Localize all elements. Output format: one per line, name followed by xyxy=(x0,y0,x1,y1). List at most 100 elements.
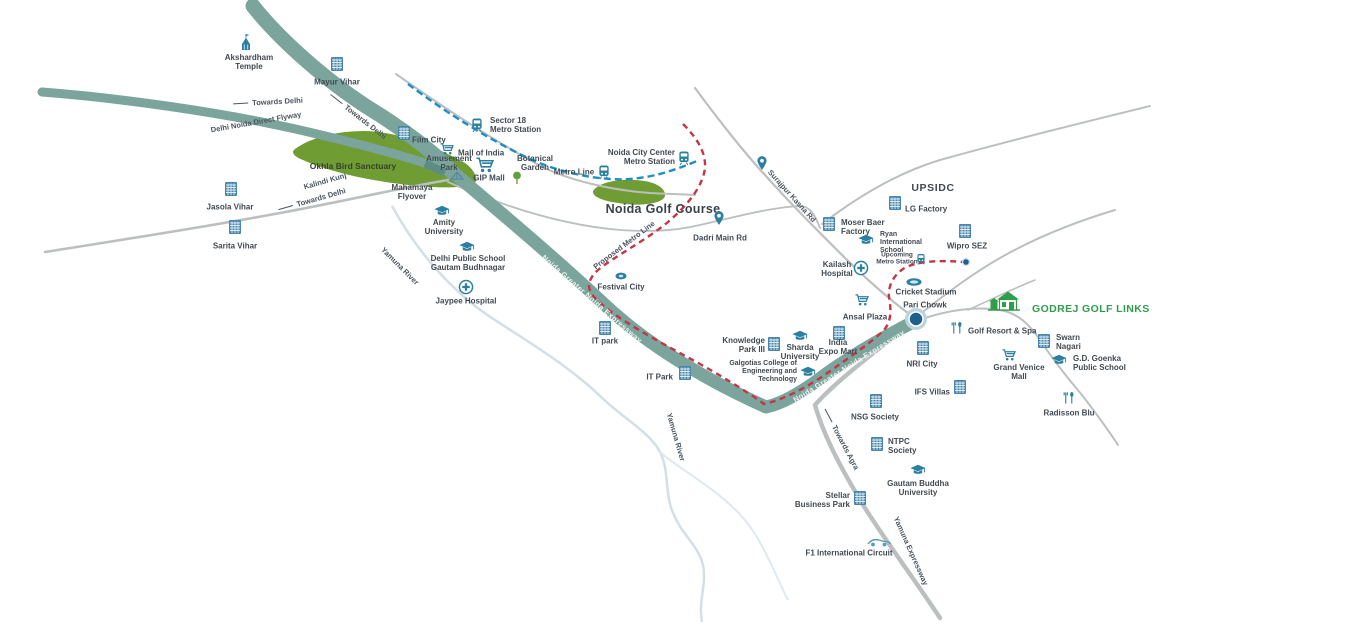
pari-chowk-label: Pari Chowk xyxy=(903,300,947,310)
building-icon xyxy=(870,394,883,409)
leader-dash xyxy=(233,102,249,105)
building-icon xyxy=(331,57,344,72)
sharda-university-label: Sharda University xyxy=(780,342,820,361)
yamuna-river-upper-road-label: Yamuna River xyxy=(379,245,420,286)
surajpur-kasna-rd-text: Surajpur Kasna Rd xyxy=(766,167,818,225)
ntpc-society-label: NTPC Society xyxy=(888,436,917,455)
building-icon xyxy=(823,217,836,232)
resort-icon xyxy=(1063,391,1076,405)
okhla-bird-sanctuary-area xyxy=(293,131,477,188)
school-icon xyxy=(792,330,809,342)
house-icon xyxy=(986,289,1022,312)
f1-international-circuit-label: F1 International Circuit xyxy=(805,548,893,558)
sector-18-metro-station-label: Sector 18 Metro Station xyxy=(490,115,542,134)
gautam-buddha-university-label: Gautam Buddha University xyxy=(887,478,949,497)
it-park-upper-label: IT Park xyxy=(646,372,673,382)
building-icon xyxy=(889,196,902,211)
towards-delhi-top-text: Towards Delhi xyxy=(251,95,304,108)
pin-icon xyxy=(714,211,725,226)
swarn-nagari-label: Swarn Nagari xyxy=(1056,332,1081,351)
ifs-villas-label: IFS Villas xyxy=(914,387,950,397)
cart-icon xyxy=(440,143,455,156)
school-icon xyxy=(1051,354,1068,366)
cartbig-icon xyxy=(475,157,495,174)
metro-icon xyxy=(471,117,484,133)
moser-baer-factory-label: Moser Baer Factory xyxy=(841,217,885,236)
towards-delhi-upper-road-label: Towards Delhi xyxy=(328,91,388,141)
delhi-public-school-label: Delhi Public School Gautam Budhnagar xyxy=(430,253,506,272)
upcoming-metro-station-label: Upcoming Metro Station xyxy=(876,251,918,266)
surajpur-kasna-rd-road-label: Surajpur Kasna Rd xyxy=(766,168,818,224)
jaypee-hospital-label: Jaypee Hospital xyxy=(435,296,497,306)
towards-delhi-top-road-label: Towards Delhi xyxy=(233,96,303,109)
building-icon xyxy=(917,341,930,356)
school-icon xyxy=(910,464,927,476)
cart-icon xyxy=(1002,349,1017,362)
noida-city-center-metro-station-label: Noida City Center Metro Station xyxy=(607,147,675,166)
film-city-label: Film City xyxy=(412,135,446,145)
akshardham-temple-label: Akshardham Temple xyxy=(224,52,274,71)
upsidc-label: UPSIDC xyxy=(911,181,955,194)
building-icon xyxy=(833,326,846,341)
golf-resort-spa-label: Golf Resort & Spa xyxy=(968,326,1037,336)
park-icon xyxy=(450,170,465,180)
oval-icon xyxy=(615,272,628,281)
kailash-hospital-label: Kailash Hospital xyxy=(821,259,853,278)
school-icon xyxy=(858,234,875,246)
building-icon xyxy=(225,182,238,197)
school-icon xyxy=(459,241,476,253)
ansal-plaza-label: Ansal Plaza xyxy=(842,312,888,322)
node-icon xyxy=(961,257,971,267)
godrej-golf-links-label: GODREJ GOLF LINKS xyxy=(1032,302,1150,315)
school-icon xyxy=(800,366,817,378)
metrosmall-icon xyxy=(916,253,926,265)
hospital-icon xyxy=(853,260,869,276)
yamuna-expressway-road-label: Yamuna Expressway xyxy=(892,515,930,586)
proposed-metro-line-text: Proposed Metro Line xyxy=(591,218,657,272)
botanical-garden-label: Botanical Garden xyxy=(516,153,554,172)
yamuna-river-lower-road-label: Yamuna River xyxy=(665,412,687,462)
hospital-icon xyxy=(458,279,474,295)
yamuna-river-lower-text: Yamuna River xyxy=(664,411,688,463)
amity-university-label: Amity University xyxy=(424,217,464,236)
yamuna-river-upper-text: Yamuna River xyxy=(379,245,421,287)
mayur-vihar-label: Mayur Vihar xyxy=(314,77,360,87)
building-icon xyxy=(1038,334,1051,349)
galgotias-college-label: Galgotias College of Engineering and Tec… xyxy=(729,359,797,384)
ryan-international-school-label: Ryan International School xyxy=(880,230,923,255)
nsg-society-label: NSG Society xyxy=(850,412,900,422)
noida-greater-noida-expressway-1-road-label: Noida Greater Noida Expressway xyxy=(540,253,644,345)
proposed-metro-line-road-label: Proposed Metro Line xyxy=(592,219,657,271)
leader-dash xyxy=(824,408,833,423)
towards-delhi-lower-road-label: Towards Delhi xyxy=(277,186,347,214)
building-icon xyxy=(854,491,867,506)
pin-icon xyxy=(757,156,768,171)
mahamaya-flyover-mark xyxy=(423,160,447,176)
delhi-noida-direct-flyway-text: Delhi Noida Direct Flyway xyxy=(210,109,302,135)
metro-icon xyxy=(598,164,611,180)
resort-icon xyxy=(951,321,964,335)
building-icon xyxy=(768,337,781,352)
india-expo-mart-label: India Expo Mart xyxy=(818,337,858,356)
it-park-lower-label: IT park xyxy=(591,336,619,346)
okhla-bird-sanctuary-label: Okhla Bird Sanctuary xyxy=(309,161,397,172)
gd-goenka-public-school-label: G.D. Goenka Public School xyxy=(1073,353,1126,372)
festival-city-label: Festival City xyxy=(597,282,645,292)
building-icon xyxy=(398,126,411,141)
proposed-metro-line-path xyxy=(587,123,964,406)
noida-golf-course-area xyxy=(592,179,666,205)
temple-icon xyxy=(239,34,253,51)
jasola-vihar-label: Jasola Vihar xyxy=(206,202,254,212)
building-icon xyxy=(959,224,972,239)
towards-delhi-upper-text: Towards Delhi xyxy=(342,102,389,142)
noida-greater-noida-expressway-1-text: Noida Greater Noida Expressway xyxy=(540,252,644,346)
building-icon xyxy=(954,380,967,395)
radisson-blu-label: Radisson Blu xyxy=(1043,408,1095,418)
dadri-main-rd-label: Dadri Main Rd xyxy=(693,233,747,243)
metro-line-path xyxy=(407,83,698,181)
leader-dash xyxy=(330,93,343,105)
yamuna-river-path xyxy=(390,205,789,623)
delhi-noida-direct-flyway-road-label: Delhi Noida Direct Flyway xyxy=(210,110,302,135)
